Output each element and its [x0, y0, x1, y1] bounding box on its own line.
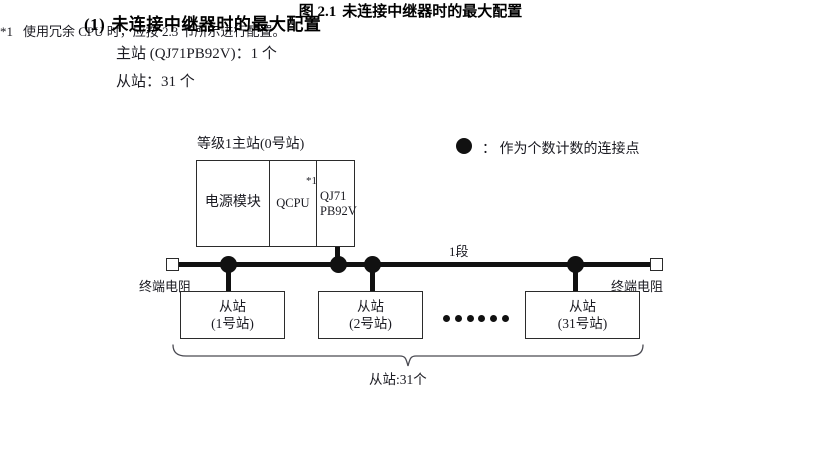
- slave-station-name-1: 从站: [219, 298, 246, 314]
- terminating-resistor-right-icon: [650, 258, 663, 271]
- legend-filled-circle-icon: [456, 138, 472, 154]
- master-station-caption: 等级1主站(0号站): [197, 137, 305, 152]
- brace-icon: [172, 344, 644, 367]
- connection-node-slave-1: [220, 256, 237, 273]
- slave-station-number-1: (1号站): [211, 316, 254, 331]
- master-station-rack: 电源模块 QCPU *1 QJ71 PB92V: [196, 160, 357, 247]
- connection-node-master: [330, 256, 347, 273]
- footnote: *1 使用冗余 CPU 时，应按 2.3 节所示进行配置。: [0, 21, 821, 40]
- slave-station-box-31: 从站 (31号站): [525, 291, 640, 339]
- figure-number: 图 2.1: [298, 4, 337, 20]
- connection-node-slave-31: [567, 256, 584, 273]
- section-heading: (1) 未连接中继器时的最大配置: [84, 10, 321, 35]
- terminating-resistor-right-label: 终端电阻: [611, 279, 664, 294]
- legend-label: ： 作为个数计数的连接点: [482, 142, 640, 157]
- network-module-label-line1: QJ71: [320, 188, 347, 203]
- slave-station-box-1: 从站 (1号站): [180, 291, 285, 339]
- network-module-cell: QJ71 PB92V: [317, 161, 357, 246]
- cpu-module-cell: QCPU *1: [270, 161, 317, 246]
- slave-station-name-31: 从站: [569, 298, 596, 314]
- terminating-resistor-left-icon: [166, 258, 179, 271]
- slave-station-number-2: (2号站): [349, 316, 392, 331]
- spec-master-count: 主站 (QJ71PB92V)：1 个: [116, 46, 277, 62]
- figure-caption-text: 未连接中继器时的最大配置: [342, 4, 523, 20]
- power-module-label: 电源模块: [204, 195, 261, 211]
- spec-slave-count: 从站：31 个: [116, 74, 195, 90]
- trunk-bus-line: [178, 262, 663, 267]
- slave-2-drop-lead: [370, 266, 375, 291]
- slave-total-label: 从站:31个: [369, 372, 427, 387]
- connection-node-slave-2: [364, 256, 381, 273]
- footnote-text: 使用冗余 CPU 时，应按 2.3 节所示进行配置。: [23, 24, 286, 39]
- slave-station-box-2: 从站 (2号站): [318, 291, 423, 339]
- terminating-resistor-left-label: 终端电阻: [139, 279, 192, 294]
- slave-station-number-31: (31号站): [557, 316, 608, 331]
- power-module-cell: 电源模块: [197, 161, 270, 246]
- slave-1-drop-lead: [226, 266, 231, 291]
- network-module-label: QJ71 PB92V: [320, 189, 357, 219]
- slave-31-drop-lead: [573, 266, 578, 291]
- section-title: 未连接中继器时的最大配置: [111, 15, 322, 34]
- cpu-footnote-mark: *1: [306, 175, 317, 187]
- footnote-mark: *1: [0, 24, 13, 39]
- slave-group-brace: [172, 344, 644, 368]
- figure-caption: 图 2.1 未连接中继器时的最大配置: [0, 0, 821, 21]
- slave-station-name-2: 从站: [357, 298, 384, 314]
- segment-label: 1段: [449, 244, 469, 259]
- network-module-label-line2: PB92V: [320, 203, 357, 218]
- cpu-module-label: QCPU: [276, 196, 310, 211]
- slave-ellipsis-icon: [443, 312, 509, 324]
- section-number: (1): [84, 15, 106, 34]
